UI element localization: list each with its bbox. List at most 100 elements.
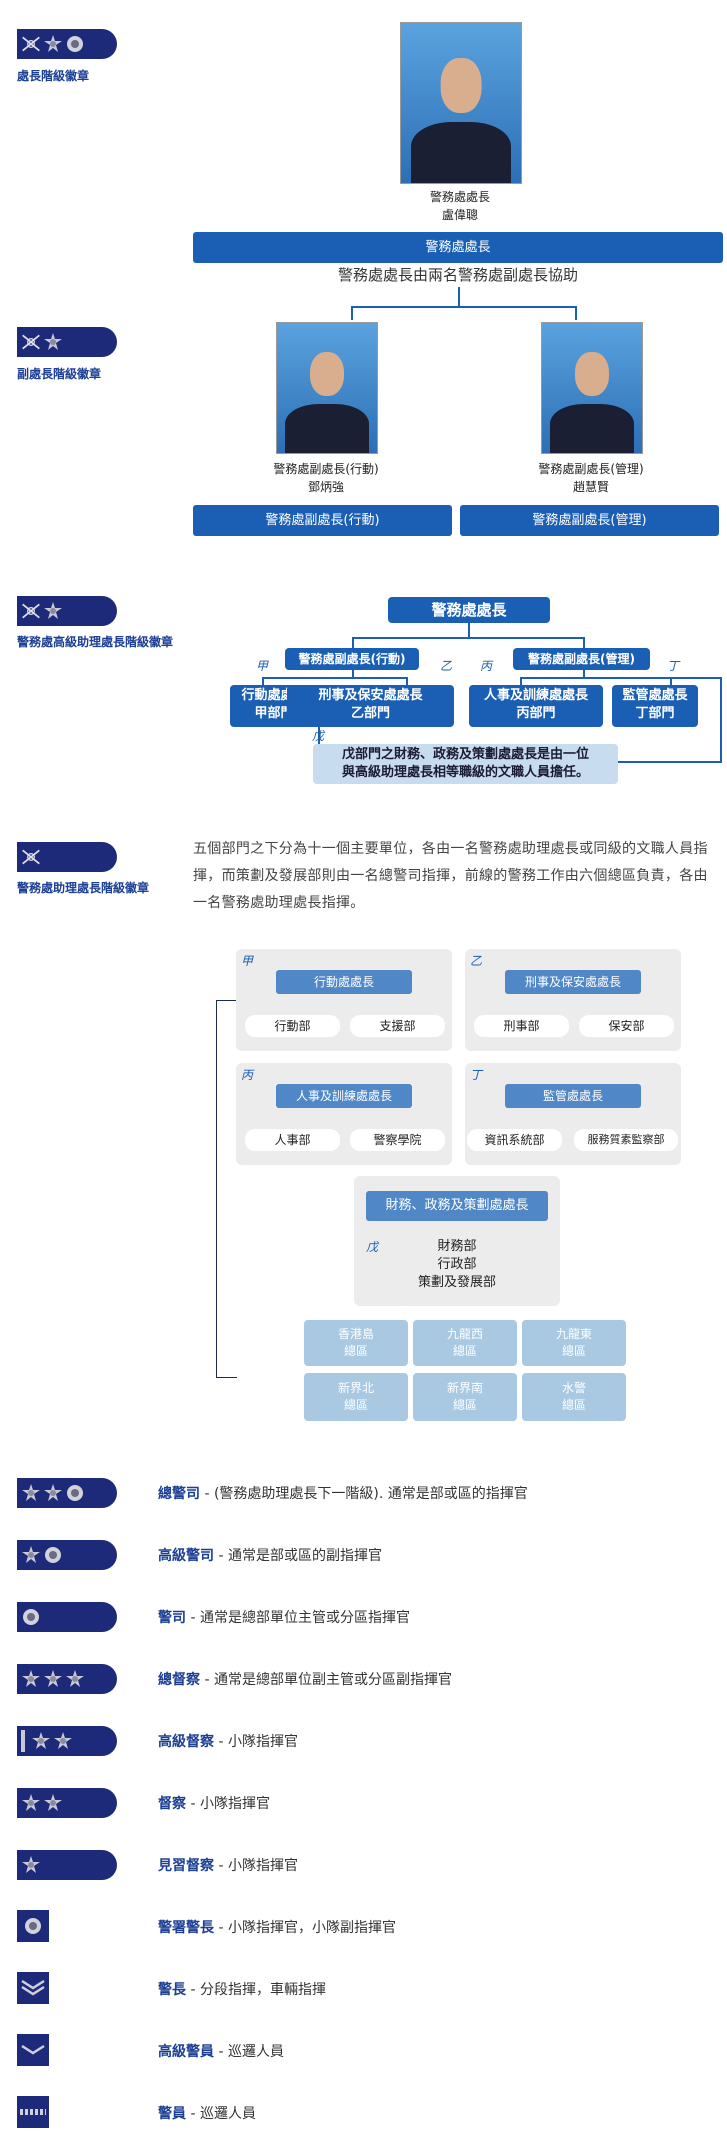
rank-name: 督察 bbox=[158, 1796, 186, 1812]
rank-6-badge-icon bbox=[17, 1850, 117, 1880]
unit-letter-d: 丁 bbox=[470, 1068, 483, 1082]
rank-name: 高級警司 bbox=[158, 1548, 214, 1564]
rank-desc: - 巡邏人員 bbox=[186, 2106, 256, 2122]
unit-d-item-1: 資訊系統部 bbox=[467, 1129, 562, 1151]
org-letter-d: 丁 bbox=[667, 659, 680, 673]
unit-head-c: 人事及訓練處處長 bbox=[276, 1084, 412, 1108]
rank-5-badge-icon bbox=[17, 1788, 117, 1818]
unit-b-item-1: 刑事部 bbox=[474, 1015, 569, 1037]
org-deputy-mgmt: 警務處副處長(管理) bbox=[513, 648, 650, 670]
rank-row-4: 高級督察 - 小隊指揮官 bbox=[158, 1731, 298, 1751]
region-1: 香港島 總區 bbox=[304, 1320, 408, 1366]
rank-name: 高級警員 bbox=[158, 2044, 214, 2060]
org-dept-e-note: 戊部門之財務、政務及策劃處處長是由一位 與高級助理處長相等職級的文職人員擔任。 bbox=[313, 744, 618, 784]
unit-c-item-1: 人事部 bbox=[245, 1129, 340, 1151]
rank-name: 警署警長 bbox=[158, 1920, 214, 1936]
commissioner-title: 警務處處長 bbox=[429, 190, 490, 204]
rank-desc: - 小隊指揮官 bbox=[214, 1734, 298, 1750]
region-5: 新界南 總區 bbox=[413, 1373, 517, 1421]
assistant-badge-icon bbox=[17, 842, 117, 872]
rank-desc: - 小隊指揮官 bbox=[214, 1858, 298, 1874]
unit-a-item-2: 支援部 bbox=[350, 1015, 445, 1037]
org-letter-b: 乙 bbox=[440, 659, 453, 673]
rank-desc: - (警務處助理處長下一階級). 通常是部或區的指揮官 bbox=[200, 1486, 528, 1502]
assistant-badge-label: 警務處助理處長階級徽章 bbox=[17, 881, 150, 895]
rank-0-badge-icon bbox=[17, 1478, 117, 1508]
deputy-ops-bar: 警務處副處長(行動) bbox=[193, 505, 452, 536]
deputy-mgmt-photo bbox=[541, 322, 643, 454]
org-letter-c: 丙 bbox=[480, 659, 493, 673]
deputy-badge-icon bbox=[17, 327, 117, 357]
org-commissioner: 警務處處長 bbox=[388, 597, 550, 623]
rank-desc: - 通常是部或區的副指揮官 bbox=[214, 1548, 382, 1564]
region-4: 新界北 總區 bbox=[304, 1373, 408, 1421]
org-dept-d: 監管處處長 丁部門 bbox=[612, 685, 698, 727]
rank-8-badge-icon bbox=[17, 1972, 49, 2004]
unit-letter-b: 乙 bbox=[470, 954, 483, 968]
region-2: 九龍西 總區 bbox=[413, 1320, 517, 1366]
rank-2-badge-icon bbox=[17, 1602, 117, 1632]
rank-name: 警員 bbox=[158, 2106, 186, 2122]
rank-9-badge-icon bbox=[17, 2034, 49, 2066]
unit-a-item-1: 行動部 bbox=[245, 1015, 340, 1037]
rank-row-1: 高級警司 - 通常是部或區的副指揮官 bbox=[158, 1545, 382, 1565]
rank-1-badge-icon bbox=[17, 1540, 117, 1570]
rank-name: 警長 bbox=[158, 1982, 186, 1998]
unit-b-item-2: 保安部 bbox=[579, 1015, 674, 1037]
org-letter-e: 戊 bbox=[312, 729, 325, 743]
unit-head-b: 刑事及保安處處長 bbox=[505, 970, 641, 994]
org-dept-c: 人事及訓練處處長 丙部門 bbox=[469, 685, 603, 727]
rank-row-6: 見習督察 - 小隊指揮官 bbox=[158, 1855, 298, 1875]
rank-row-0: 總警司 - (警務處助理處長下一階級). 通常是部或區的指揮官 bbox=[158, 1483, 528, 1503]
deputy-mgmt-name: 趙慧賢 bbox=[572, 480, 609, 494]
unit-letter-a: 甲 bbox=[241, 954, 254, 968]
unit-letter-e: 戊 bbox=[366, 1240, 379, 1254]
rank-desc: - 巡邏人員 bbox=[214, 2044, 284, 2060]
region-3: 九龍東 總區 bbox=[522, 1320, 626, 1366]
rank-7-badge-icon bbox=[17, 1910, 49, 1942]
rank-name: 總督察 bbox=[158, 1672, 200, 1688]
rank-name: 警司 bbox=[158, 1610, 186, 1626]
rank-name: 見習督察 bbox=[158, 1858, 214, 1874]
deputy-ops-title: 警務處副處長(行動) bbox=[273, 462, 379, 476]
org-dept-b: 刑事及保安處處長 乙部門 bbox=[287, 685, 454, 727]
rank-row-7: 警署警長 - 小隊指揮官，小隊副指揮官 bbox=[158, 1917, 396, 1937]
deputy-badge-label: 副處長階級徽章 bbox=[17, 367, 102, 381]
commissioner-badge-icon bbox=[17, 29, 117, 59]
rank-row-2: 警司 - 通常是總部單位主管或分區指揮官 bbox=[158, 1607, 410, 1627]
rank-desc: - 小隊指揮官 bbox=[186, 1796, 270, 1812]
senior-assistant-badge-icon bbox=[17, 596, 117, 626]
rank-name: 高級督察 bbox=[158, 1734, 214, 1750]
rank-desc: - 分段指揮，車輛指揮 bbox=[186, 1982, 326, 1998]
unit-head-a: 行動處處長 bbox=[276, 970, 412, 994]
intro-text: 五個部門之下分為十一個主要單位，各由一名警務處助理處長或同級的文職人員指揮，而策… bbox=[193, 841, 708, 911]
rank-row-9: 高級警員 - 巡邏人員 bbox=[158, 2041, 284, 2061]
rank-row-8: 警長 - 分段指揮，車輛指揮 bbox=[158, 1979, 326, 1999]
commissioner-photo bbox=[400, 22, 522, 184]
deputy-ops-photo bbox=[276, 322, 378, 454]
rank-desc: - 通常是總部單位副主管或分區副指揮官 bbox=[200, 1672, 452, 1688]
org-deputy-ops: 警務處副處長(行動) bbox=[285, 648, 419, 670]
senior-assistant-badge-label: 警務處高級助理處長階級徽章 bbox=[17, 635, 174, 649]
region-6: 水警 總區 bbox=[522, 1373, 626, 1421]
unit-head-e: 財務、政務及策劃處處長 bbox=[366, 1191, 548, 1221]
deputy-mgmt-title: 警務處副處長(管理) bbox=[538, 462, 644, 476]
rank-name: 總警司 bbox=[158, 1486, 200, 1502]
rank-3-badge-icon bbox=[17, 1664, 117, 1694]
rank-desc: - 通常是總部單位主管或分區指揮官 bbox=[186, 1610, 410, 1626]
rank-row-5: 督察 - 小隊指揮官 bbox=[158, 1793, 270, 1813]
rank-row-3: 總督察 - 通常是總部單位副主管或分區副指揮官 bbox=[158, 1669, 452, 1689]
deputy-ops-name: 鄧炳強 bbox=[307, 480, 344, 494]
unit-c-item-2: 警察學院 bbox=[350, 1129, 445, 1151]
assist-note: 警務處處長由兩名警務處副處長協助 bbox=[337, 266, 578, 284]
commissioner-bar: 警務處處長 bbox=[193, 232, 723, 263]
commissioner-badge-label: 處長階級徽章 bbox=[17, 69, 90, 83]
deputy-mgmt-bar: 警務處副處長(管理) bbox=[460, 505, 719, 536]
rank-desc: - 小隊指揮官，小隊副指揮官 bbox=[214, 1920, 396, 1936]
rank-4-badge-icon bbox=[17, 1726, 117, 1756]
org-letter-a: 甲 bbox=[256, 659, 269, 673]
unit-d-item-2: 服務質素監察部 bbox=[574, 1129, 678, 1151]
unit-head-d: 監管處處長 bbox=[505, 1084, 641, 1108]
rank-10-badge-icon bbox=[17, 2096, 49, 2128]
unit-letter-c: 丙 bbox=[241, 1068, 254, 1082]
